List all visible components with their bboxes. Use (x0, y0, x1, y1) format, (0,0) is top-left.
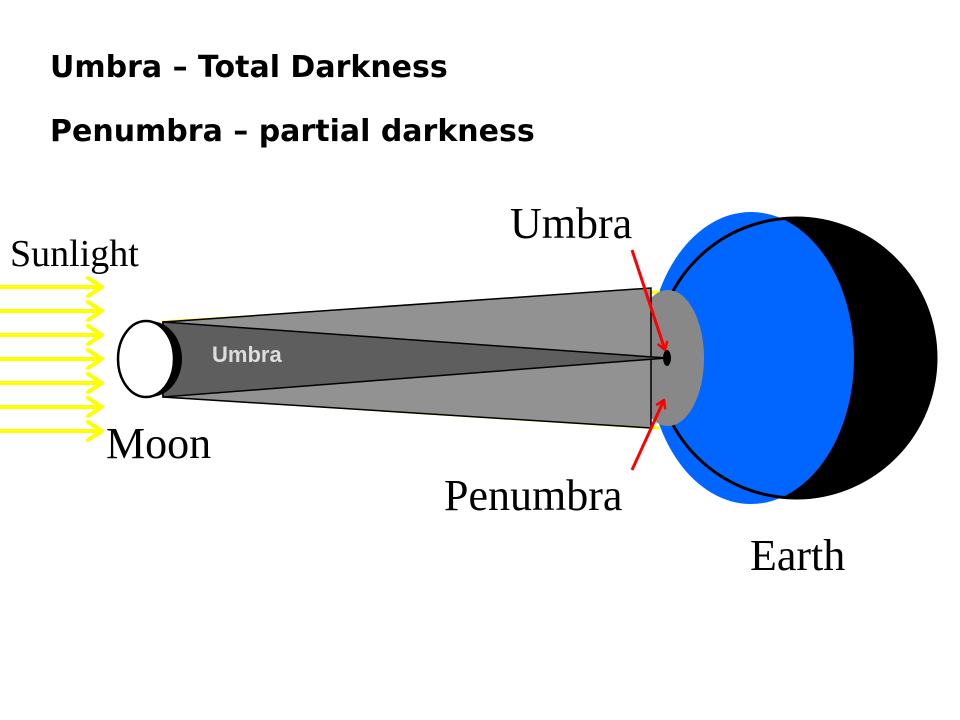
moon-lit-side (116, 319, 176, 399)
arrow-right-icon (0, 420, 104, 442)
umbra-point (663, 350, 671, 366)
earth-day-side (648, 212, 854, 504)
umbra-cone-label: Umbra (212, 342, 282, 367)
arrow-right-icon (0, 372, 104, 394)
arrow-right-icon (0, 348, 104, 370)
umbra-callout-label: Umbra (510, 199, 632, 248)
penumbra-definition-heading: Penumbra – partial darkness (50, 114, 535, 149)
penumbra-callout-label: Penumbra (444, 471, 622, 520)
arrow-right-icon (0, 276, 104, 298)
penumbra-pointer-arrow-icon (630, 400, 664, 471)
arrow-right-icon (0, 396, 104, 418)
sunlight-label: Sunlight (10, 233, 139, 275)
moon-label: Moon (106, 419, 211, 468)
sunlight-arrows (0, 276, 104, 442)
arrow-right-icon (0, 300, 104, 322)
earth (648, 212, 938, 504)
umbra-pointer-arrow-icon (630, 249, 665, 350)
earth-label: Earth (750, 531, 845, 580)
arrow-right-icon (0, 324, 104, 346)
moon (116, 319, 182, 399)
umbra-definition-heading: Umbra – Total Darkness (50, 50, 448, 85)
